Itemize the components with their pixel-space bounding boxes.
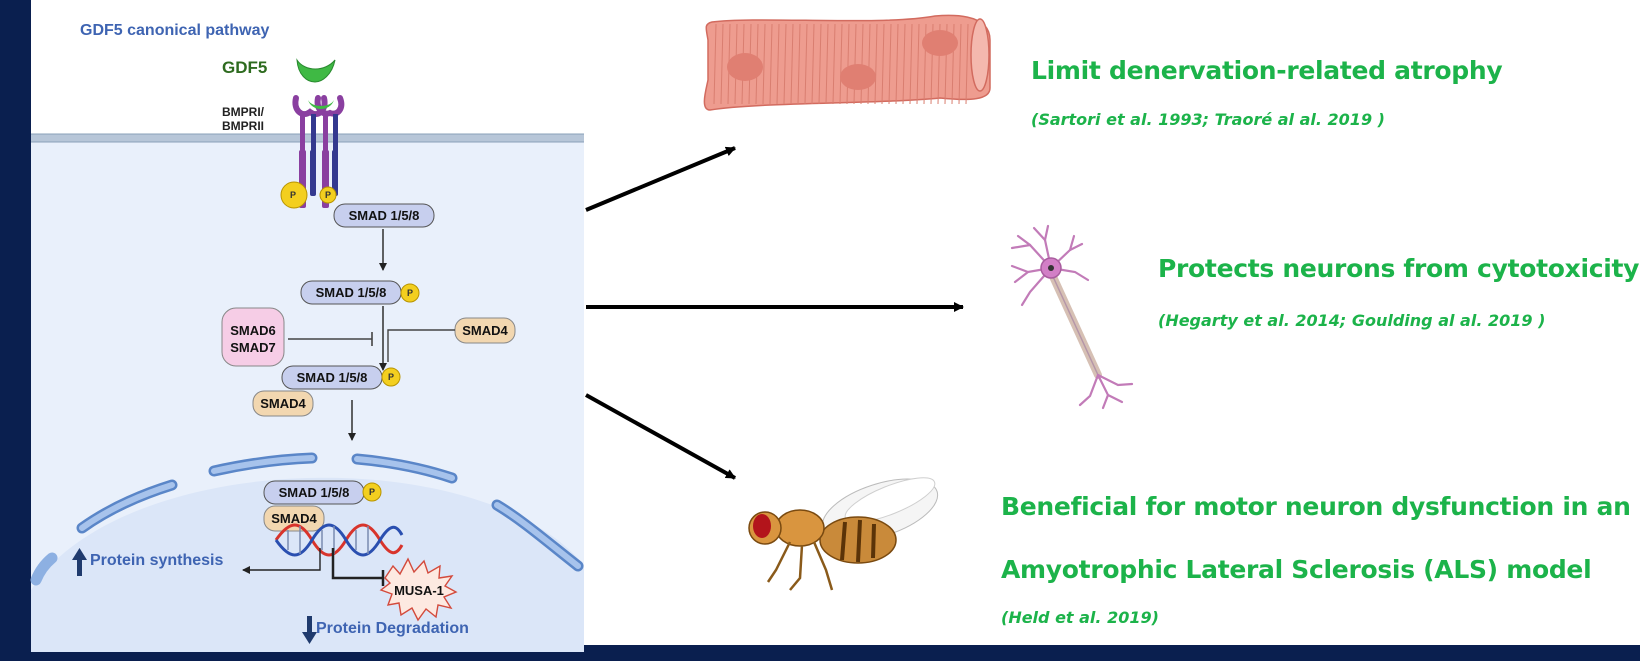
svg-text:SMAD7: SMAD7 <box>230 340 276 355</box>
svg-text:P: P <box>369 487 375 497</box>
svg-text:SMAD4: SMAD4 <box>260 396 306 411</box>
svg-text:P: P <box>325 190 331 200</box>
svg-text:P: P <box>290 190 296 200</box>
cell-membrane <box>31 134 584 142</box>
svg-text:SMAD 1/5/8: SMAD 1/5/8 <box>297 370 368 385</box>
smad158-node: SMAD 1/5/8 <box>334 204 434 227</box>
neuron-icon <box>1012 226 1132 408</box>
arrow-to-fly <box>586 395 735 478</box>
svg-text:P: P <box>407 288 413 298</box>
svg-text:SMAD 1/5/8: SMAD 1/5/8 <box>316 285 387 300</box>
svg-text:SMAD6: SMAD6 <box>230 323 276 338</box>
muscle-fiber-icon <box>704 15 990 110</box>
svg-text:SMAD4: SMAD4 <box>462 323 508 338</box>
effect-2-reference: (Hegarty et al. 2014; Goulding al al. 20… <box>1158 311 1545 330</box>
svg-text:P: P <box>388 372 394 382</box>
pathway-title: GDF5 canonical pathway <box>80 22 269 40</box>
gdf5-ligand-icon <box>297 60 335 82</box>
protein-degradation-label: Protein Degradation <box>316 620 469 638</box>
effect-arrows <box>586 148 963 478</box>
effect-3-title-line1: Beneficial for motor neuron dysfunction … <box>1001 492 1631 521</box>
receptor-label: BMPRI/ BMPRII <box>222 105 264 133</box>
protein-synthesis-label: Protein synthesis <box>90 552 223 570</box>
fruit-fly-icon <box>749 467 945 590</box>
svg-text:SMAD 1/5/8: SMAD 1/5/8 <box>279 485 350 500</box>
effect-1-title: Limit denervation-related atrophy <box>1031 56 1502 85</box>
effect-1-reference: (Sartori et al. 1993; Traoré al al. 2019… <box>1031 110 1385 129</box>
smad67-node: SMAD6 SMAD7 <box>222 308 284 366</box>
svg-text:SMAD 1/5/8: SMAD 1/5/8 <box>349 208 420 223</box>
effect-2-title: Protects neurons from cytotoxicity <box>1158 254 1639 283</box>
smad4-node: SMAD4 <box>455 318 515 343</box>
effect-3-title-line2: Amyotrophic Lateral Sclerosis (ALS) mode… <box>1001 555 1591 584</box>
gdf5-label: GDF5 <box>222 58 267 78</box>
arrow-to-muscle <box>586 148 735 210</box>
svg-text:MUSA-1: MUSA-1 <box>394 583 444 598</box>
effect-3-reference: (Held et al. 2019) <box>1001 608 1159 627</box>
